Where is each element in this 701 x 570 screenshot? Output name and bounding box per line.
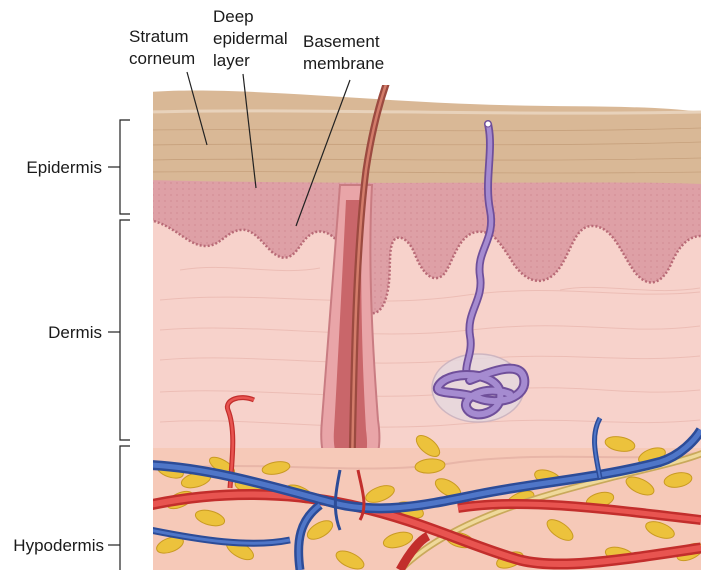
label-stratum-corneum-1: Stratum: [129, 27, 189, 46]
stratum-corneum-layer: [153, 90, 701, 184]
label-deep-epidermal-3: layer: [213, 51, 250, 70]
label-epidermis: Epidermis: [26, 158, 102, 177]
label-hypodermis: Hypodermis: [13, 536, 104, 555]
basement-membrane-line: [153, 219, 701, 315]
sweat-gland: [431, 120, 530, 423]
label-basement-membrane-2: membrane: [303, 54, 384, 73]
label-deep-epidermal-2: epidermal: [213, 29, 288, 48]
label-basement-membrane-1: Basement: [303, 32, 380, 51]
label-deep-epidermal-1: Deep: [213, 7, 254, 26]
callout-lines: [186, 71, 351, 227]
label-stratum-corneum-2: corneum: [129, 49, 195, 68]
tissue-illustration: [153, 85, 701, 570]
layer-brackets: [108, 119, 130, 570]
label-dermis: Dermis: [48, 323, 102, 342]
